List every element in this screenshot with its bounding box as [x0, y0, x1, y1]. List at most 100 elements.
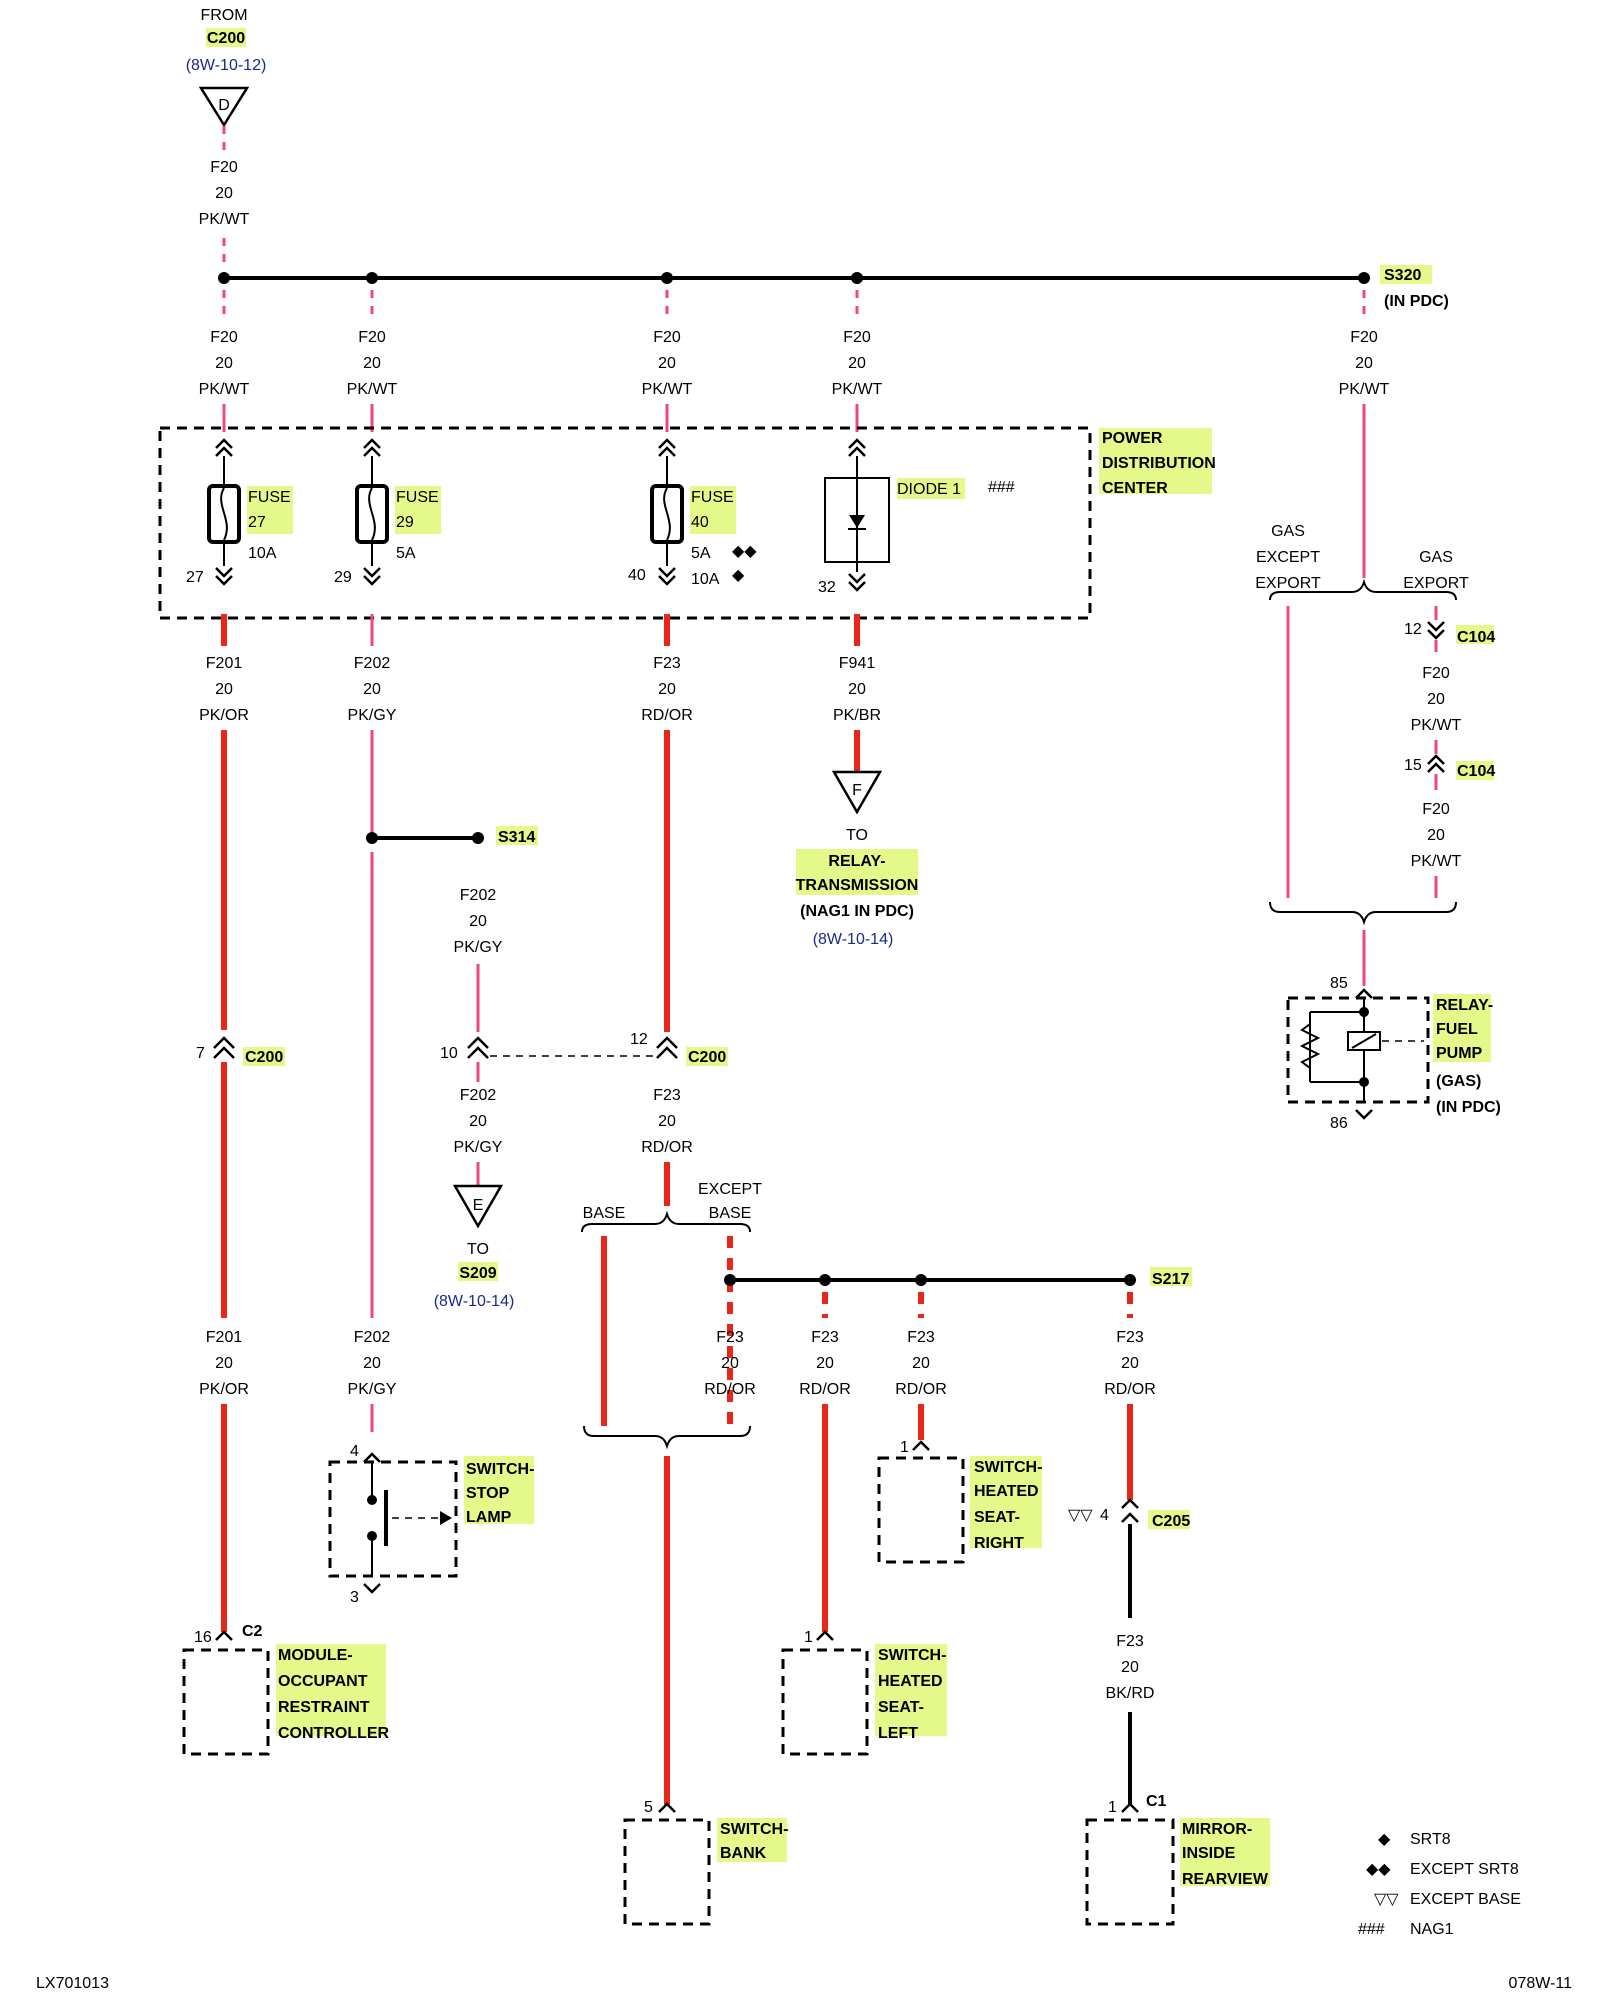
legend-except-base: EXCEPT BASE — [1410, 1891, 1521, 1908]
f202-circuit: F202 — [354, 655, 391, 672]
s217-c-color: RD/OR — [895, 1381, 947, 1398]
to-relay-transmission: F TO RELAY- TRANSMISSION (NAG1 IN PDC) (… — [796, 730, 918, 948]
switch-stop-lamp: 4 3 SWITCH- STOP LAMP — [328, 1443, 534, 1606]
c104-pin12: 12 — [1404, 621, 1422, 638]
f202-low-circuit: F202 — [354, 1329, 391, 1346]
stop-line1: SWITCH- — [466, 1461, 534, 1478]
c200-pin12: 12 — [630, 1031, 648, 1048]
to-relay-to: TO — [846, 827, 868, 844]
switch-heated-seat-right: 1 SWITCH- HEATED SEAT- RIGHT — [877, 1404, 1042, 1564]
bank-line1: SWITCH- — [720, 1821, 788, 1838]
hsl-line3: SEAT- — [878, 1699, 924, 1716]
mirror-line3: REARVIEW — [1182, 1871, 1269, 1888]
f201-low-gauge: 20 — [215, 1355, 233, 1372]
f202-gauge: 20 — [363, 681, 381, 698]
f202-color: PK/GY — [348, 707, 397, 724]
s314-label: S314 — [498, 829, 535, 846]
f202-low-gauge: 20 — [363, 1355, 381, 1372]
orc-line3: RESTRAINT — [278, 1699, 370, 1716]
hsr-line3: SEAT- — [974, 1509, 1020, 1526]
s320-label: S320 — [1384, 267, 1421, 284]
fuse-29: FUSE 29 5A 29 — [334, 438, 439, 586]
c205-pin: 4 — [1100, 1507, 1109, 1524]
bus-drops: F20 20 PK/WT F20 20 PK/WT F20 20 PK/WT F… — [199, 290, 1390, 578]
drop4-gauge: 20 — [848, 355, 866, 372]
s314-branch-color: PK/GY — [454, 939, 503, 956]
legend-srt8-symbol: ◆ — [1378, 1831, 1391, 1848]
s314-branch-circuit: F202 — [460, 887, 497, 904]
base-label: BASE — [583, 1205, 626, 1222]
base2-label: BASE — [709, 1205, 752, 1222]
wire-f20-gauge: 20 — [215, 185, 233, 202]
fuse27-pin: 27 — [186, 569, 204, 586]
f201-low-color: PK/OR — [199, 1381, 249, 1398]
drop5-circuit: F20 — [1350, 329, 1378, 346]
drop3-color: PK/WT — [642, 381, 693, 398]
fuse29-word: FUSE — [396, 489, 439, 506]
drop2-gauge: 20 — [363, 355, 381, 372]
relay-line4: (GAS) — [1436, 1073, 1481, 1090]
f202-low-color: PK/GY — [348, 1381, 397, 1398]
drop2-circuit: F20 — [358, 329, 386, 346]
fuse27-amp: 10A — [248, 545, 277, 562]
c200-label-right: C200 — [688, 1049, 726, 1066]
s217-b-gauge: 20 — [816, 1355, 834, 1372]
drop3-gauge: 20 — [658, 355, 676, 372]
f201-low-circuit: F201 — [206, 1329, 243, 1346]
s217-c-gauge: 20 — [912, 1355, 930, 1372]
f23-mid-gauge: 20 — [658, 1113, 676, 1130]
f23-mid-circuit: F23 — [653, 1087, 681, 1104]
c104-wire-b-color: PK/WT — [1411, 853, 1462, 870]
wire-f20-color: PK/WT — [199, 211, 250, 228]
triangle-e-label: E — [473, 1197, 484, 1214]
source-from-c200: FROM C200 (8W-10-12) D F20 20 PK/WT — [186, 7, 266, 270]
relay-line3: PUMP — [1436, 1045, 1483, 1062]
stop-pin4: 4 — [350, 1443, 359, 1460]
gas-export-section: GAS EXCEPT EXPORT GAS EXPORT 12 C104 F20… — [1255, 523, 1495, 986]
hsr-line4: RIGHT — [974, 1535, 1024, 1552]
f23-gauge: 20 — [658, 681, 676, 698]
f201-gauge: 20 — [215, 681, 233, 698]
pdc-line3: CENTER — [1102, 480, 1168, 497]
triangle-f-label: F — [852, 782, 862, 799]
legend-nag1-symbol: ### — [1358, 1921, 1385, 1938]
except-label: EXCEPT — [698, 1181, 762, 1198]
fuse40-amp2: 10A — [691, 571, 720, 588]
f23-circuit: F23 — [653, 655, 681, 672]
f23bk-gauge: 20 — [1121, 1659, 1139, 1676]
drop5-color: PK/WT — [1339, 381, 1390, 398]
relay-trans-ref: (8W-10-14) — [813, 931, 894, 948]
drop1-gauge: 20 — [215, 355, 233, 372]
drop4-color: PK/WT — [832, 381, 883, 398]
mirror-rearview-branch: ▽▽ 4 C205 F23 20 BK/RD 1 C1 MIRROR- INSI… — [1068, 1404, 1269, 1926]
mirror-line1: MIRROR- — [1182, 1821, 1252, 1838]
mirror-connector: C1 — [1146, 1793, 1167, 1810]
legend-srt8: SRT8 — [1410, 1831, 1451, 1848]
footer: LX701013 078W-11 — [36, 1975, 1572, 1992]
drop4-circuit: F20 — [843, 329, 871, 346]
s217-a-gauge: 20 — [721, 1355, 739, 1372]
diode-1: DIODE 1 ### 32 — [818, 438, 1015, 596]
fuse29-amp: 5A — [396, 545, 416, 562]
c205-except-base-symbol: ▽▽ — [1068, 1507, 1093, 1524]
s217-c-circuit: F23 — [907, 1329, 935, 1346]
legend-except-base-symbol: ▽▽ — [1374, 1891, 1399, 1908]
hsr-line1: SWITCH- — [974, 1459, 1042, 1476]
fuse27-word: FUSE — [248, 489, 291, 506]
f201-color: PK/OR — [199, 707, 249, 724]
legend-except-srt8-symbol: ◆◆ — [1366, 1861, 1391, 1878]
orc-line2: OCCUPANT — [278, 1673, 368, 1690]
c200-pin7: 7 — [196, 1045, 205, 1062]
footer-page-id: 078W-11 — [1509, 1975, 1573, 1992]
s320-note: (IN PDC) — [1384, 293, 1449, 310]
splice-s217: S217 F23 20 RD/OR F23 20 RD/OR F23 20 RD… — [704, 1271, 1189, 1398]
relay-pin86: 86 — [1330, 1115, 1348, 1132]
fuse27-number: 27 — [248, 514, 266, 531]
to-s209-ref: (8W-10-14) — [434, 1293, 515, 1310]
s217-d-gauge: 20 — [1121, 1355, 1139, 1372]
s209-color: PK/GY — [454, 1139, 503, 1156]
legend-except-srt8: EXCEPT SRT8 — [1410, 1861, 1519, 1878]
wire-f20-circuit: F20 — [210, 159, 238, 176]
diode1-label: DIODE 1 — [897, 481, 961, 498]
relay-line2: FUEL — [1436, 1021, 1478, 1038]
